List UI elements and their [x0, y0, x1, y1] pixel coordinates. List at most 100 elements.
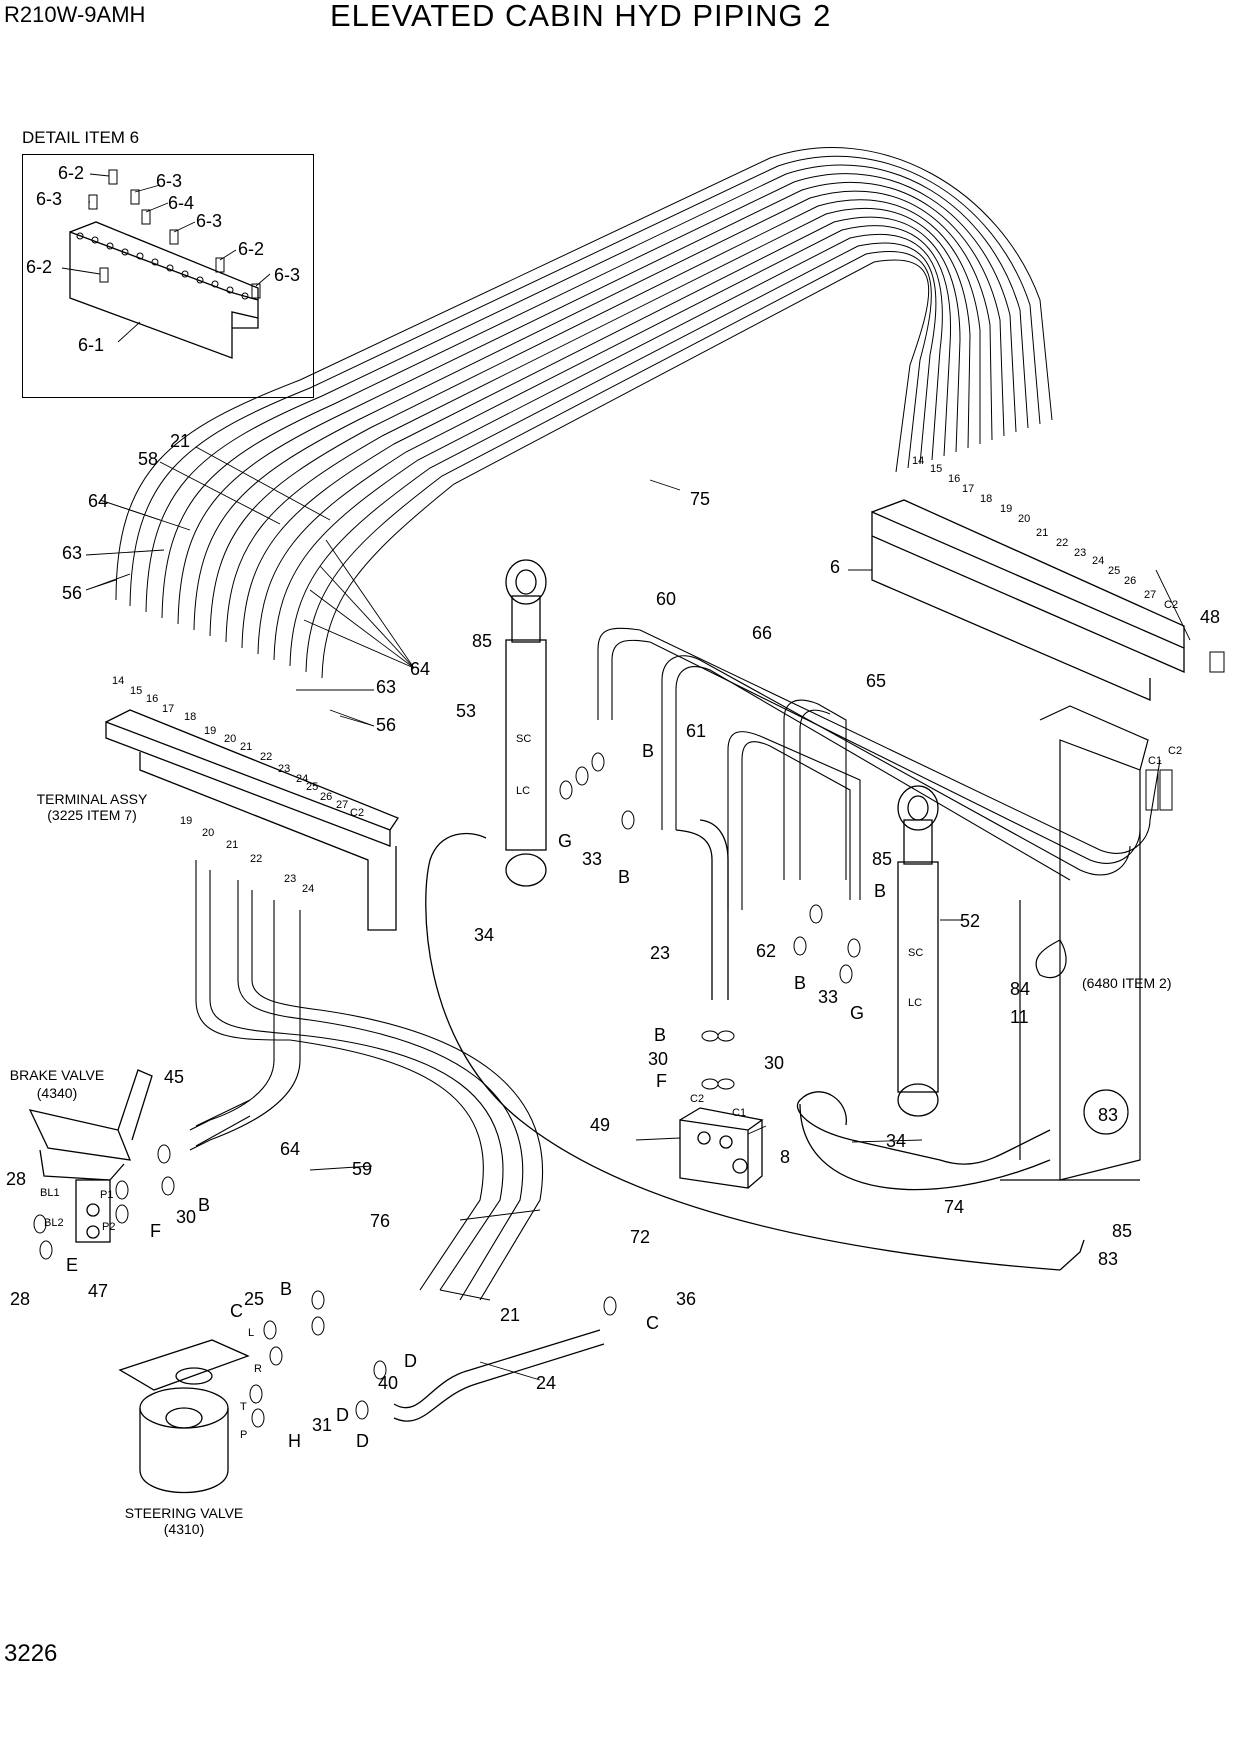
callout-f-brake: F — [150, 1221, 161, 1241]
detail-label-6-4: 6-4 — [168, 193, 195, 213]
callout-74: 74 — [944, 1197, 965, 1217]
cylinder-52 — [897, 785, 939, 1117]
brake-port-p1: P1 — [100, 1189, 114, 1201]
left-terminal-plate — [105, 709, 399, 931]
callout-c-hose24: C — [646, 1313, 659, 1333]
detail-inset-frame — [22, 154, 314, 398]
right-port-23: 23 — [1074, 547, 1087, 559]
left-port-16: 16 — [146, 693, 159, 705]
left-lower-port-20: 20 — [202, 827, 215, 839]
callout-28-lower: 28 — [10, 1289, 31, 1309]
callout-h: H — [288, 1431, 301, 1451]
callout-30-right: 30 — [764, 1053, 785, 1073]
left-lower-port-24: 24 — [302, 883, 315, 895]
detail-manifold-plate — [69, 221, 259, 359]
steering-port-l: L — [248, 1327, 255, 1339]
left-port-21: 21 — [240, 741, 253, 753]
left-port-22: 22 — [260, 751, 273, 763]
callout-b-brake: B — [198, 1195, 211, 1215]
callout-21: 21 — [170, 431, 191, 451]
left-port-27: 27 — [336, 799, 349, 811]
right-port-25: 25 — [1108, 565, 1121, 577]
callout-b-left: B — [618, 867, 631, 887]
callout-6: 6 — [830, 557, 841, 577]
callout-85-frame: 85 — [1112, 1221, 1133, 1241]
left-port-18: 18 — [184, 711, 197, 723]
left-lower-port-22: 22 — [250, 853, 263, 865]
callout-d-mid: D — [336, 1405, 349, 1425]
detail-label-6-3d: 6-3 — [274, 265, 301, 285]
fittings-and-orings — [33, 651, 1225, 1428]
page-title: ELEVATED CABIN HYD PIPING 2 — [330, 0, 832, 33]
callout-49: 49 — [590, 1115, 611, 1135]
callout-28-upper: 28 — [6, 1169, 27, 1189]
detail-title: DETAIL ITEM 6 — [22, 128, 140, 147]
right-port-15: 15 — [930, 463, 943, 475]
right-port-26: 26 — [1124, 575, 1137, 587]
model-code: R210W-9AMH — [4, 2, 146, 27]
detail-label-6-3b: 6-3 — [156, 171, 183, 191]
right-terminal-plate — [871, 499, 1185, 701]
callout-30-brake: 30 — [176, 1207, 197, 1227]
right-port-17: 17 — [962, 483, 975, 495]
right-port-18: 18 — [980, 493, 993, 505]
callout-85-cyl53: 85 — [472, 631, 493, 651]
callout-34-upper: 34 — [474, 925, 495, 945]
callout-leaders — [85, 446, 1191, 1381]
right-port-19: 19 — [1000, 503, 1013, 515]
cabin-frame — [1000, 705, 1149, 1181]
callout-47: 47 — [88, 1281, 109, 1301]
valve8-port-c1: C1 — [732, 1107, 747, 1119]
left-port-14: 14 — [112, 675, 125, 687]
callout-66: 66 — [752, 623, 773, 643]
callout-76: 76 — [370, 1211, 391, 1231]
cyl52-port-sc: SC — [908, 947, 924, 959]
callout-g-left: G — [558, 831, 573, 851]
left-lower-port-21: 21 — [226, 839, 239, 851]
callout-64-top-left: 64 — [88, 491, 109, 511]
callout-30-left: 30 — [648, 1049, 669, 1069]
steering-port-t: T — [240, 1401, 247, 1413]
callout-21-lower: 21 — [500, 1305, 521, 1325]
lower-hose-bundle — [189, 860, 544, 1301]
detail-label-6-3c: 6-3 — [196, 211, 223, 231]
cyl53-port-lc: LC — [516, 785, 531, 797]
cyl53-port-sc: SC — [516, 733, 532, 745]
callout-24: 24 — [536, 1373, 557, 1393]
callout-d-lower: D — [356, 1431, 369, 1451]
callout-59: 59 — [352, 1159, 373, 1179]
overhead-hose-bundle — [115, 147, 1053, 679]
right-port-14: 14 — [912, 455, 925, 467]
steering-valve — [118, 1339, 250, 1494]
callout-56-right: 56 — [376, 715, 397, 735]
callout-f-valve8: F — [656, 1071, 667, 1091]
callout-b-valve8: B — [654, 1025, 667, 1045]
callout-b-right: B — [874, 881, 887, 901]
valve-block-8 — [679, 1107, 764, 1189]
callout-63-left: 63 — [62, 543, 83, 563]
callout-84: 84 — [1010, 979, 1031, 999]
left-port-26: 26 — [320, 791, 333, 803]
terminal-assy-name: TERMINAL ASSY — [36, 791, 148, 807]
callout-b-steering: B — [280, 1279, 293, 1299]
callout-31: 31 — [312, 1415, 333, 1435]
hose-72 — [425, 832, 1085, 1271]
callout-58: 58 — [138, 449, 159, 469]
right-port-24: 24 — [1092, 555, 1105, 567]
left-port-23: 23 — [278, 763, 291, 775]
right-port-16: 16 — [948, 473, 961, 485]
left-lower-port-23: 23 — [284, 873, 297, 885]
left-port-17: 17 — [162, 703, 175, 715]
brake-port-bl2: BL2 — [44, 1217, 64, 1229]
cylinder-hoses — [597, 627, 1161, 910]
steering-port-p: P — [240, 1429, 248, 1441]
callout-60: 60 — [656, 589, 677, 609]
callout-45: 45 — [164, 1067, 185, 1087]
callout-d-upper: D — [404, 1351, 417, 1371]
callout-23: 23 — [650, 943, 671, 963]
right-port-20: 20 — [1018, 513, 1031, 525]
callout-40: 40 — [378, 1373, 399, 1393]
left-port-15: 15 — [130, 685, 143, 697]
hoses-23-62 — [675, 819, 729, 1000]
